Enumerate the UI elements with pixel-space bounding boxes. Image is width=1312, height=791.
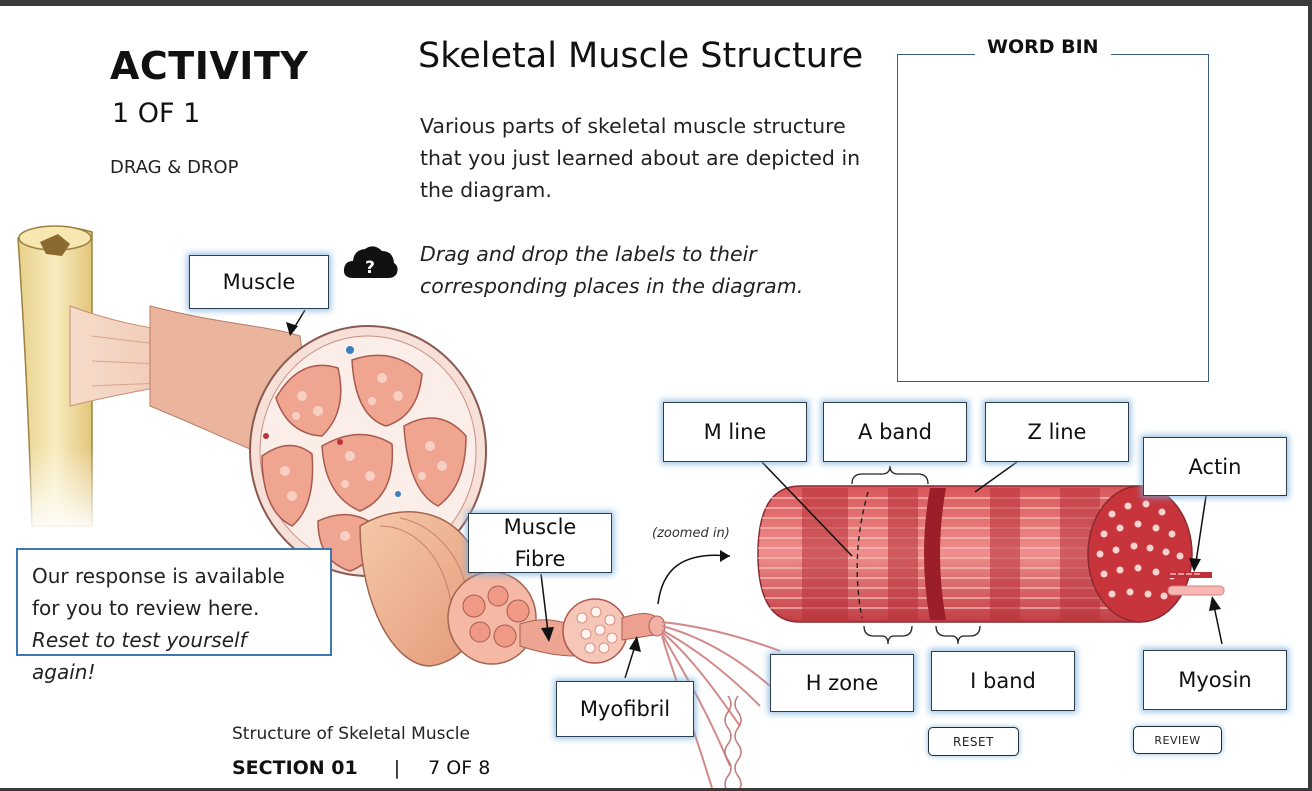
label-muscle-fibre-line2: Fibre xyxy=(514,547,566,571)
word-bin[interactable] xyxy=(897,54,1209,382)
label-z-line[interactable]: Z line xyxy=(985,402,1129,462)
review-note-line1: Our response is available xyxy=(32,564,285,588)
svg-text:?: ? xyxy=(365,258,375,278)
description-text: Various parts of skeletal muscle structu… xyxy=(420,114,861,202)
sarcomere-cylinder xyxy=(757,485,1225,623)
band-braces xyxy=(851,465,981,645)
label-a-band-text: A band xyxy=(858,420,932,444)
zoom-note: (zoomed in) xyxy=(652,526,730,541)
label-h-zone[interactable]: H zone xyxy=(770,654,914,712)
activity-title: ACTIVITY xyxy=(110,44,309,88)
page-title: Skeletal Muscle Structure xyxy=(418,36,864,76)
label-muscle-fibre[interactable]: Muscle Fibre xyxy=(468,513,612,573)
label-actin[interactable]: Actin xyxy=(1143,437,1287,496)
label-muscle-text: Muscle xyxy=(222,270,296,294)
label-actin-text: Actin xyxy=(1188,454,1242,479)
activity-slide: ACTIVITY 1 OF 1 DRAG & DROP Skeletal Mus… xyxy=(0,6,1308,788)
label-myosin-text: Myosin xyxy=(1178,668,1252,692)
label-m-line[interactable]: M line xyxy=(663,402,807,462)
label-a-band[interactable]: A band xyxy=(823,402,967,462)
label-i-band-text: I band xyxy=(970,669,1036,693)
zoom-arrow xyxy=(657,550,731,605)
pointer-arrowheads xyxy=(286,322,1221,652)
activity-count: 1 OF 1 xyxy=(112,98,201,129)
label-myofibril-text: Myofibril xyxy=(579,697,671,721)
bone-illustration xyxy=(14,225,104,536)
skeletal-muscle-diagram xyxy=(14,225,1225,788)
review-note: Our response is available for you to rev… xyxy=(16,548,332,684)
activity-type: DRAG & DROP xyxy=(110,157,239,178)
label-i-band[interactable]: I band xyxy=(931,651,1075,711)
pointer-lines xyxy=(293,309,1223,679)
footer-separator: | xyxy=(393,757,401,779)
label-muscle[interactable]: Muscle xyxy=(189,255,329,309)
review-note-line2: for you to review here. xyxy=(32,596,260,620)
label-h-zone-text: H zone xyxy=(805,671,879,695)
instruction-text: Drag and drop the labels to their corres… xyxy=(420,242,804,298)
footer-section: SECTION 01 | 7 OF 8 xyxy=(232,757,490,779)
label-m-line-text: M line xyxy=(703,420,767,444)
word-bin-title: WORD BIN xyxy=(975,36,1111,58)
fibre-bundle xyxy=(359,511,576,667)
page-indicator: 7 OF 8 xyxy=(428,757,491,779)
label-myofibril[interactable]: Myofibril xyxy=(556,681,694,737)
help-cloud-icon[interactable]: ? xyxy=(341,238,399,288)
section-label: SECTION 01 xyxy=(232,757,358,779)
review-button[interactable]: REVIEW xyxy=(1133,726,1222,754)
label-myosin[interactable]: Myosin xyxy=(1143,650,1287,710)
reset-button[interactable]: RESET xyxy=(928,727,1019,756)
label-muscle-fibre-line1: Muscle xyxy=(503,515,577,539)
footer-title: Structure of Skeletal Muscle xyxy=(232,724,470,744)
review-note-line3: Reset to test yourself again! xyxy=(32,628,247,684)
label-z-line-text: Z line xyxy=(1027,420,1087,444)
